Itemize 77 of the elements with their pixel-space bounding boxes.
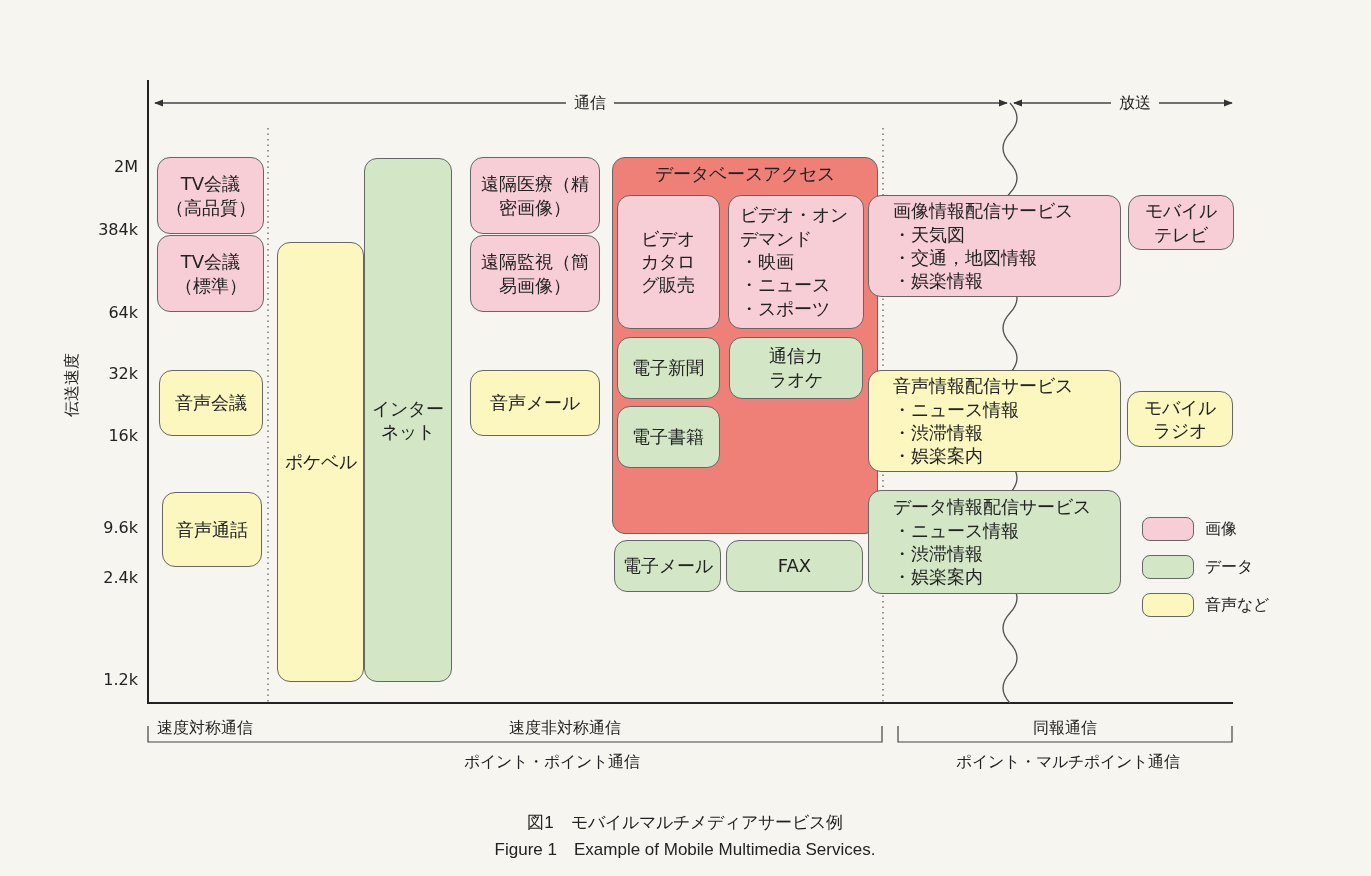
service-name: モバイルラジオ xyxy=(1143,395,1217,443)
service-name: 電子新聞 xyxy=(631,356,706,380)
category-label: 速度対称通信 xyxy=(157,718,253,738)
axis-title: 伝送速度 xyxy=(62,353,82,417)
service-box xyxy=(614,540,721,592)
list-item: ・天気図 xyxy=(893,222,966,246)
service-name: ビデオ・オンデマンド xyxy=(739,203,849,250)
caption-text: 図1 モバイルマルチメディアサービス例 xyxy=(527,812,843,834)
service-box xyxy=(159,370,263,436)
list-item: ・映画 xyxy=(739,250,795,274)
axis-tick-label: 384k xyxy=(98,220,138,240)
legend-label: データ xyxy=(1205,557,1253,577)
service-name: ポケベル xyxy=(283,450,358,474)
list-item: ・渋滞情報 xyxy=(893,542,984,566)
list-item: ・娯楽情報 xyxy=(893,269,984,293)
arrow-label: 放送 xyxy=(1111,93,1159,113)
category-label: 同報通信 xyxy=(1033,718,1097,738)
service-box xyxy=(470,235,600,312)
axis-tick-label: 64k xyxy=(108,303,138,323)
service-name: 通信カラオケ xyxy=(767,344,824,392)
service-box xyxy=(616,336,720,399)
service-name: インターネット xyxy=(371,396,445,444)
axis-tick-label: 2M xyxy=(114,157,138,177)
service-name: モバイルテレビ xyxy=(1144,199,1218,246)
service-box xyxy=(1127,391,1233,447)
group-panel xyxy=(612,157,878,534)
service-bar xyxy=(277,242,364,682)
service-name: 音声会議 xyxy=(174,391,248,415)
service-box xyxy=(868,490,1121,594)
service-name: 音声通話 xyxy=(175,517,249,542)
service-box xyxy=(470,370,600,436)
service-name: 電子書籍 xyxy=(631,425,706,449)
service-box xyxy=(1128,195,1234,250)
category-label: ポイント・マルチポイント通信 xyxy=(956,752,1180,772)
service-box xyxy=(728,336,863,399)
axis-tick-label: 9.6k xyxy=(103,518,138,538)
category-label: ポイント・ポイント通信 xyxy=(464,752,640,772)
service-name: 遠隔医療（精密画像） xyxy=(480,172,590,219)
service-name: 画像情報配信サービス xyxy=(893,199,1074,223)
service-name: データ情報配信サービス xyxy=(893,495,1092,519)
service-name: 電子メール xyxy=(621,554,714,578)
service-name: TV会議（標準） xyxy=(173,250,248,297)
arrow-label: 通信 xyxy=(566,93,614,113)
service-name: 遠隔監視（簡易画像） xyxy=(480,250,590,297)
list-item: ・ニュース情報 xyxy=(893,518,1020,542)
service-box xyxy=(157,157,264,234)
service-box xyxy=(868,195,1121,297)
service-name: FAX xyxy=(776,554,813,578)
panel-heading: データベースアクセス xyxy=(654,162,836,186)
service-box xyxy=(616,194,720,329)
list-item: ・交通，地図情報 xyxy=(893,246,1038,270)
service-name: 音声メール xyxy=(489,391,581,415)
service-box xyxy=(616,405,720,468)
axis-tick-label: 2.4k xyxy=(103,568,138,588)
axis-tick-label: 16k xyxy=(108,426,138,446)
category-label: 速度非対称通信 xyxy=(509,718,621,738)
legend-label: 音声など xyxy=(1205,595,1269,615)
service-box xyxy=(727,194,864,329)
service-name: ビデオカタログ販売 xyxy=(640,226,697,297)
service-name: 音声情報配信サービス xyxy=(893,374,1074,398)
axis-tick-label: 1.2k xyxy=(103,670,138,690)
list-item: ・渋滞情報 xyxy=(893,421,984,445)
list-item: ・ニュース xyxy=(739,273,831,297)
service-box xyxy=(868,370,1121,472)
list-item: ・ニュース情報 xyxy=(893,397,1020,421)
service-box xyxy=(470,157,600,234)
service-name: TV会議（高品質） xyxy=(164,172,257,219)
list-item: ・スポーツ xyxy=(739,296,831,321)
legend-label: 画像 xyxy=(1205,519,1237,539)
service-box xyxy=(157,235,264,312)
service-box xyxy=(162,492,262,567)
service-bar xyxy=(364,158,452,682)
list-item: ・娯楽案内 xyxy=(893,444,984,468)
list-item: ・娯楽案内 xyxy=(893,565,984,589)
caption-text: Figure 1 Example of Mobile Multimedia Services. xyxy=(494,839,876,861)
axis-tick-label: 32k xyxy=(108,364,138,384)
service-box xyxy=(726,540,863,592)
